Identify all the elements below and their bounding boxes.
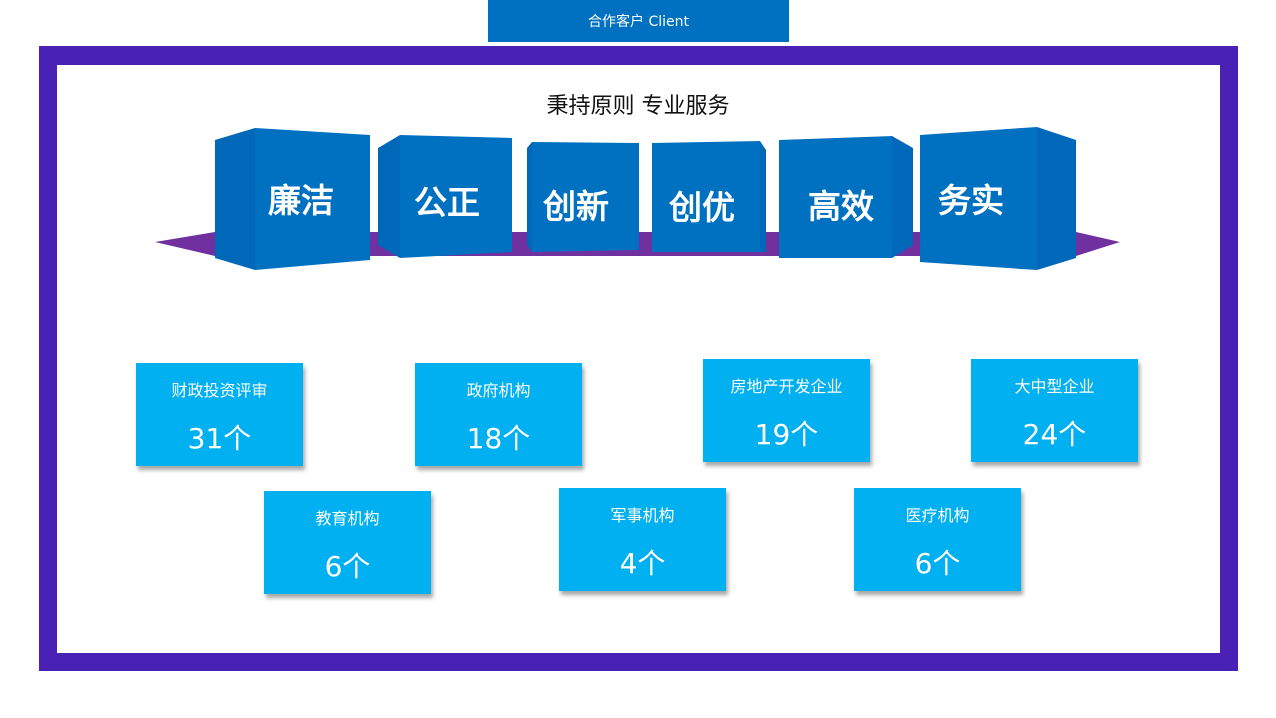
- principle-label: 廉洁: [268, 181, 334, 220]
- principle-label: 创优: [669, 188, 735, 227]
- category-count: 24个: [1022, 418, 1087, 451]
- cube-4: [652, 141, 766, 252]
- page-title: 秉持原则 专业服务: [546, 94, 730, 119]
- category-name: 军事机构: [610, 506, 675, 525]
- category-count: 31个: [187, 422, 252, 455]
- category-card: 财政投资评审 31个: [136, 363, 303, 466]
- category-name: 医疗机构: [905, 506, 970, 525]
- category-name: 政府机构: [466, 381, 531, 400]
- category-name: 房地产开发企业: [730, 377, 843, 396]
- category-name: 教育机构: [315, 509, 380, 528]
- category-card: 大中型企业 24个: [971, 359, 1138, 462]
- category-count: 4个: [619, 547, 666, 580]
- cube-3: [527, 142, 639, 252]
- category-count: 6个: [914, 547, 961, 580]
- principle-label: 高效: [808, 187, 874, 226]
- category-count: 19个: [754, 418, 819, 451]
- cube-5: [779, 136, 913, 258]
- category-name: 财政投资评审: [171, 381, 268, 400]
- cube-6: [920, 127, 1076, 270]
- header-tab: 合作客户 Client: [488, 0, 789, 42]
- principle-label: 务实: [938, 181, 1004, 220]
- category-card: 医疗机构 6个: [854, 488, 1021, 591]
- category-count: 6个: [324, 550, 371, 583]
- category-name: 大中型企业: [1014, 377, 1095, 396]
- category-card: 军事机构 4个: [559, 488, 726, 591]
- principle-label: 公正: [414, 183, 480, 222]
- category-card: 房地产开发企业 19个: [703, 359, 870, 462]
- cube-2: [378, 135, 512, 258]
- category-card: 教育机构 6个: [264, 491, 431, 594]
- principle-label: 创新: [543, 187, 609, 226]
- category-card: 政府机构 18个: [415, 363, 582, 466]
- cube-1: [215, 128, 370, 270]
- category-count: 18个: [466, 422, 531, 455]
